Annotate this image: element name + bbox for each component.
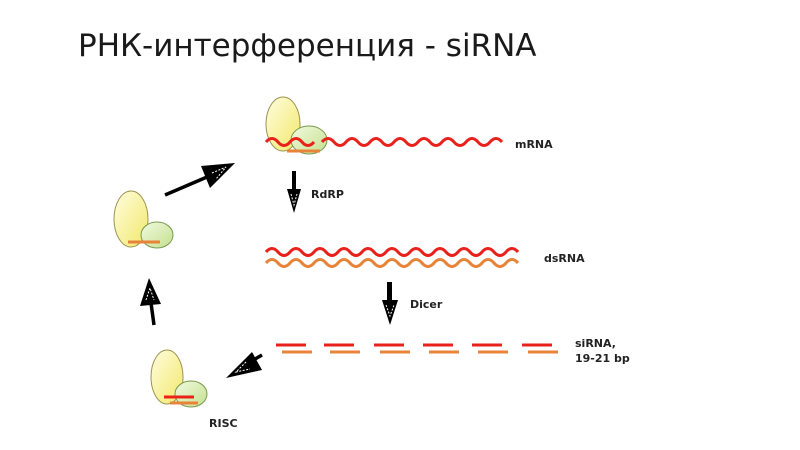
risc-complex	[150, 349, 208, 408]
sirna-to-risc-arrow	[226, 352, 263, 378]
dsrna-label: dsRNA	[544, 252, 585, 265]
risc-to-mrna-arrow	[164, 163, 235, 197]
dsrna-sense-strand	[264, 247, 520, 257]
activated-risc-complex	[113, 190, 174, 249]
sirna-label-line2: 19-21 bp	[575, 352, 630, 365]
dsrna-antisense-strand	[264, 258, 520, 268]
risc-label: RISC	[209, 417, 238, 430]
dicer-label: Dicer	[410, 298, 443, 311]
sirna-fragments	[276, 343, 558, 354]
rdrp-arrow	[287, 171, 301, 213]
slide-title: РНК-интерференция - siRNA	[78, 28, 537, 64]
risc-up-arrow	[140, 278, 161, 326]
rdrp-arrow-inner-icon	[290, 193, 298, 207]
dicer-arrow-inner-icon	[385, 304, 395, 318]
mrna-label: mRNA	[515, 138, 553, 151]
dicer-arrow	[382, 282, 398, 325]
sirna-label-line1: siRNA,	[575, 337, 616, 350]
risc-complex-on-mrna	[265, 96, 328, 155]
mrna-strand	[264, 137, 504, 147]
rdrp-label: RdRP	[311, 188, 344, 201]
